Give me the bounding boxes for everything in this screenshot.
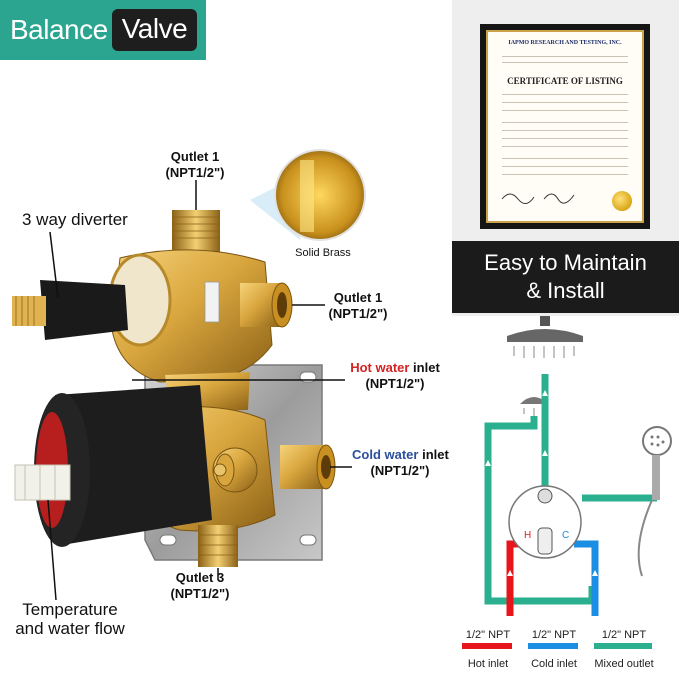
banner-line2: & Install bbox=[526, 278, 605, 303]
diverter-label: 3 way diverter bbox=[22, 210, 128, 229]
cold-inlet-word: inlet bbox=[418, 447, 449, 462]
valve-trim-plate bbox=[508, 485, 582, 559]
right-column: IAPMO RESEARCH AND TESTING, INC. CERTIFI… bbox=[452, 0, 679, 679]
valve-product-image: Qutlet 1 (NPT1/2") 3 way diverter Solid … bbox=[0, 60, 450, 679]
certificate: IAPMO RESEARCH AND TESTING, INC. CERTIFI… bbox=[486, 30, 644, 223]
solid-brass-label: Solid Brass bbox=[295, 247, 351, 259]
certificate-org: IAPMO RESEARCH AND TESTING, INC. bbox=[508, 40, 622, 46]
outlet-right-label: Qutlet 1 (NPT1/2") bbox=[318, 290, 398, 322]
outlet-top-spec: (NPT1/2") bbox=[165, 165, 225, 180]
legend-cold-spec: 1/2" NPT bbox=[531, 629, 577, 641]
hand-shower-icon bbox=[642, 426, 672, 456]
badge-word-balance: Balance bbox=[10, 14, 108, 45]
certificate-title: CERTIFICATE OF LISTING bbox=[507, 76, 623, 86]
hot-inlet-word: inlet bbox=[409, 360, 440, 375]
temperature-label: Temperature and water flow bbox=[10, 600, 130, 638]
diverter-cartridge bbox=[40, 280, 128, 340]
valve-illustration bbox=[12, 149, 366, 601]
legend-hot-bar bbox=[462, 643, 512, 649]
outlet-right-spec: (NPT1/2") bbox=[328, 306, 388, 321]
certificate-frame: IAPMO RESEARCH AND TESTING, INC. CERTIFI… bbox=[480, 24, 650, 229]
cold-mark: C bbox=[562, 530, 569, 541]
legend-cold-bar bbox=[528, 643, 578, 649]
hot-water-word: Hot water bbox=[350, 360, 410, 375]
temperature-line2: and water flow bbox=[15, 619, 125, 638]
legend-mixed-spec: 1/2" NPT bbox=[601, 629, 647, 641]
signature-marks bbox=[501, 193, 575, 204]
cold-inlet-label: Cold water inlet (NPT1/2") bbox=[352, 447, 449, 479]
outlet-top-label: Qutlet 1 (NPT1/2") bbox=[150, 149, 240, 181]
outlet-bottom-thread bbox=[198, 525, 238, 567]
legend-cold-name: Cold inlet bbox=[531, 658, 577, 670]
outlet-right-name: Qutlet 1 bbox=[333, 290, 383, 305]
rain-shower-icon bbox=[507, 329, 583, 342]
legend-mixed-bar bbox=[594, 643, 652, 649]
plumbing-svg: H C bbox=[462, 316, 672, 649]
hot-inlet-label: Hot water inlet (NPT1/2") bbox=[345, 360, 445, 392]
outlet-bottom-spec: (NPT1/2") bbox=[170, 586, 230, 601]
outlet-bottom-label: Qutlet 3 (NPT1/2") bbox=[160, 570, 240, 602]
brand-badge: Balance Valve bbox=[0, 0, 206, 60]
solid-brass-zoom bbox=[274, 149, 366, 241]
banner-line1: Easy to Maintain bbox=[484, 250, 647, 275]
install-banner: Easy to Maintain & Install bbox=[452, 241, 679, 313]
small-shower-icon bbox=[520, 397, 548, 404]
hot-mark: H bbox=[524, 530, 531, 541]
cold-water-word: Cold water bbox=[352, 447, 419, 462]
outlet-bottom-name: Qutlet 3 bbox=[175, 570, 225, 585]
legend-hot-spec: 1/2" NPT bbox=[465, 629, 511, 641]
legend-mixed-name: Mixed outlet bbox=[594, 658, 654, 670]
gold-seal-icon bbox=[612, 191, 632, 211]
badge-word-valve: Valve bbox=[111, 9, 198, 51]
plumbing-diagram: H C 1/2" NPT 1/2" NPT 1/2" NPT Hot inlet bbox=[452, 316, 679, 679]
hot-inlet-spec: (NPT1/2") bbox=[365, 376, 425, 391]
temperature-line1: Temperature bbox=[22, 600, 118, 619]
legend-hot-name: Hot inlet bbox=[467, 658, 509, 670]
temperature-cartridge bbox=[55, 385, 212, 545]
cold-inlet-spec: (NPT1/2") bbox=[370, 463, 430, 478]
outlet-top-name: Qutlet 1 bbox=[170, 149, 220, 164]
